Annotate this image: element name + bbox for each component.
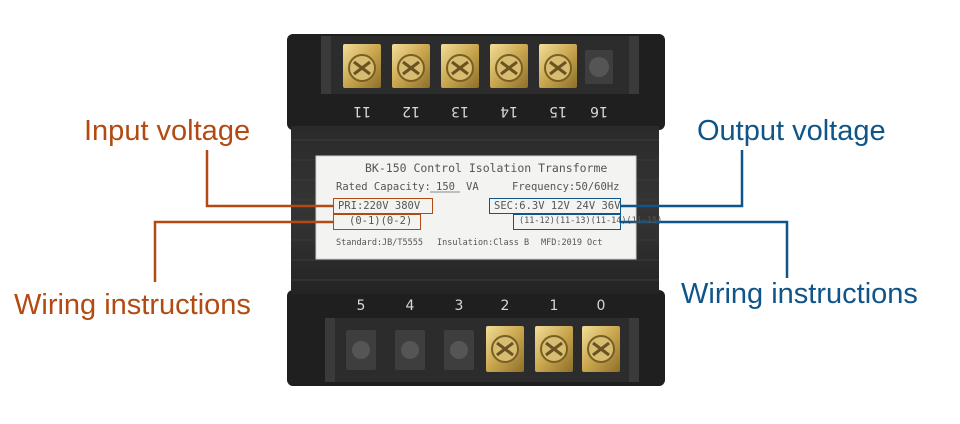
top-screws (343, 44, 613, 88)
bottom-terminal-label: 5 (356, 298, 366, 314)
wiring-instructions-right-callout: Wiring instructions (681, 278, 918, 310)
nameplate-background (315, 155, 637, 260)
primary-wiring-text: (0-1)(0-2) (349, 215, 413, 227)
top-terminal-label: 16 (590, 103, 608, 119)
output-voltage-leader (620, 150, 744, 208)
bottom-terminal-label: 1 (549, 298, 559, 314)
mfd-text: MFD:2019 Oct (541, 238, 603, 248)
standard-text: Standard:JB/T5555 (336, 238, 423, 248)
primary-highlight-box (333, 198, 433, 214)
nameplate-title: BK-150 Control Isolation Transforme (365, 161, 608, 175)
bottom-terminal-label: 0 (596, 298, 606, 314)
top-terminal-label: 15 (549, 103, 567, 119)
output-voltage-callout: Output voltage (697, 115, 886, 147)
top-terminal-label: 13 (451, 103, 469, 119)
wiring-left-leader (153, 220, 333, 282)
secondary-wiring-highlight-box (513, 214, 621, 230)
bottom-terminal-label: 3 (454, 298, 464, 314)
frequency-text: Frequency:50/60Hz (512, 181, 620, 193)
primary-voltage-text: PRI:220V 380V (338, 200, 421, 212)
top-terminal-label: 14 (500, 103, 518, 119)
secondary-wiring-text: (11-12)(11-13)(11-14)(11-15) (519, 216, 663, 226)
secondary-highlight-box (489, 198, 621, 214)
bottom-screws (346, 326, 620, 372)
secondary-voltage-text: SEC:6.3V 12V 24V 36V (494, 200, 621, 212)
primary-wiring-highlight-box (333, 214, 421, 230)
bottom-terminal-label: 4 (405, 298, 415, 314)
input-voltage-leader (205, 150, 333, 208)
rated-capacity-label: Rated Capacity: (336, 181, 431, 193)
bottom-terminal-label: 2 (500, 298, 510, 314)
rated-capacity-unit: VA (466, 181, 479, 193)
input-voltage-callout: Input voltage (84, 115, 251, 147)
rated-capacity-value: 150 (436, 181, 455, 193)
wiring-right-leader (620, 220, 789, 278)
wiring-instructions-left-callout: Wiring instructions (14, 289, 251, 321)
top-terminal-label: 12 (402, 103, 420, 119)
insulation-text: Insulation:Class B (437, 238, 530, 248)
top-terminal-label: 11 (353, 103, 371, 119)
